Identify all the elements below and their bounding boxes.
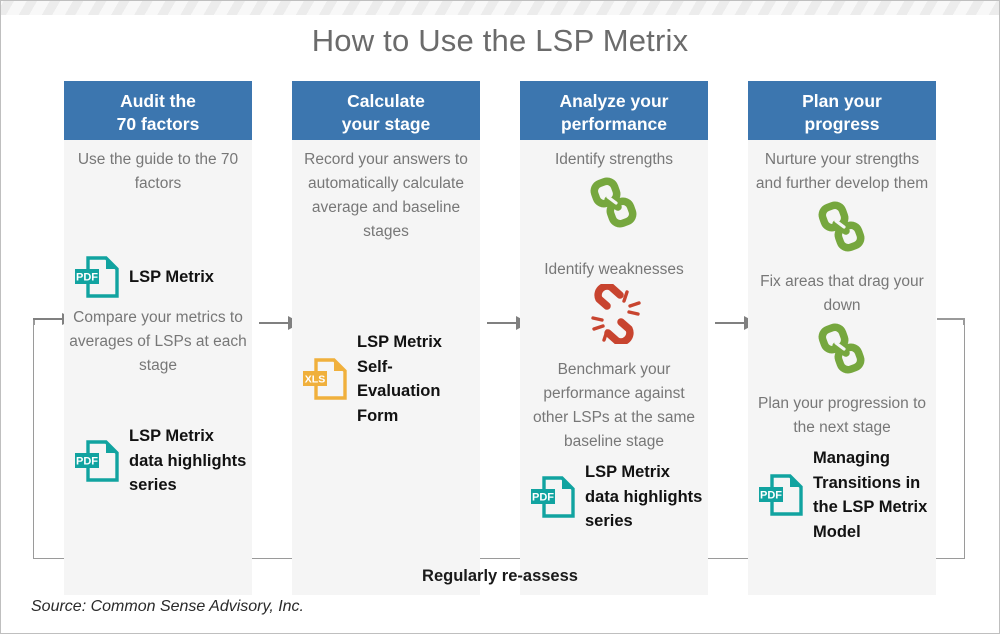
page-title: How to Use the LSP Metrix (311, 23, 689, 58)
source-attribution: Source: Common Sense Advisory, Inc. (31, 598, 304, 615)
document-item[interactable]: PDF LSP Metrix data highlights series (68, 424, 248, 498)
column-header-line2: 70 factors (116, 114, 200, 134)
arrow-right-icon-2 (487, 316, 529, 330)
column-header-analyze: Analyze your performance (520, 81, 708, 140)
arrow-right-icon-1 (259, 316, 301, 330)
pdf-file-icon: PDF (72, 438, 120, 484)
blurb-text: Compare your metrics to averages of LSPs… (69, 309, 247, 374)
chain-link-icon (752, 320, 932, 378)
document-item[interactable]: PDF Managing Transitions in the LSP Metr… (752, 446, 932, 544)
column-header-line2: progress (804, 114, 880, 134)
pdf-file-icon: PDF (756, 472, 804, 518)
svg-text:PDF: PDF (76, 455, 98, 467)
feedback-loop-right-riser (963, 319, 965, 325)
document-item[interactable]: PDF LSP Metrix data highlights series (524, 460, 704, 534)
svg-text:PDF: PDF (76, 272, 98, 284)
top-hatched-band (1, 1, 999, 15)
blurb-text: Plan your progression to the next stage (757, 395, 926, 436)
blurb-text: Identify strengths (554, 151, 674, 168)
xls-file-icon: XLS (300, 356, 348, 402)
column-analyze[interactable]: Analyze your performance Identify streng… (520, 81, 708, 595)
document-label: LSP Metrix data highlights series (585, 463, 703, 530)
column-calculate[interactable]: Calculate your stage Record your answers… (292, 81, 480, 595)
feedback-loop-left-riser (33, 319, 35, 325)
pdf-file-icon: PDF (72, 254, 120, 300)
blurb-text: Benchmark your performance against other… (533, 361, 695, 450)
blurb-text: Use the guide to the 70 factors (77, 151, 239, 192)
document-label: LSP Metrix (129, 267, 214, 286)
column-body-calculate: Record your answers to automatically cal… (292, 140, 480, 595)
arrow-right-icon-3 (715, 316, 757, 330)
column-header-line1: Analyze your (559, 91, 669, 111)
document-label: LSP Metrix Self-Evaluation Form (357, 333, 442, 425)
document-item[interactable]: XLS LSP Metrix Self-Evaluation Form (296, 330, 476, 428)
blurb-text: Fix areas that drag your down (760, 273, 924, 314)
document-label: Managing Transitions in the LSP Metrix M… (813, 449, 928, 541)
column-header-plan: Plan your progress (748, 81, 936, 140)
feedback-loop-path (33, 319, 965, 559)
column-body-audit: Use the guide to the 70 factors PDF LSP … (64, 140, 252, 595)
column-header-line2: your stage (341, 114, 431, 134)
broken-chain-link-icon (524, 284, 704, 344)
column-body-plan: Nurture your strengths and further devel… (748, 140, 936, 595)
feedback-loop-arrow-icon (33, 313, 75, 323)
chain-link-icon (524, 174, 704, 232)
reassess-label: Regularly re-assess (422, 567, 578, 585)
blurb-text: Record your answers to automatically cal… (304, 151, 468, 240)
chain-link-icon (752, 198, 932, 256)
pdf-file-icon: PDF (528, 474, 576, 520)
svg-text:PDF: PDF (532, 491, 554, 503)
column-header-calculate: Calculate your stage (292, 81, 480, 140)
column-header-line1: Audit the (120, 91, 196, 111)
column-body-analyze: Identify strengths Identify weaknesses (520, 140, 708, 595)
svg-text:PDF: PDF (760, 490, 782, 502)
document-label: LSP Metrix data highlights series (129, 427, 247, 494)
column-header-line2: performance (560, 114, 667, 134)
feedback-loop-entry-stub (937, 318, 965, 320)
column-plan[interactable]: Plan your progress Nurture your strength… (748, 81, 936, 595)
column-header-line1: Calculate (347, 91, 425, 111)
svg-text:XLS: XLS (305, 374, 325, 386)
column-audit[interactable]: Audit the 70 factors Use the guide to th… (64, 81, 252, 595)
blurb-text: Identify weaknesses (544, 261, 684, 278)
blurb-text: Nurture your strengths and further devel… (755, 151, 929, 192)
column-header-audit: Audit the 70 factors (64, 81, 252, 140)
document-item[interactable]: PDF LSP Metrix (68, 254, 248, 300)
column-header-line1: Plan your (802, 91, 882, 111)
